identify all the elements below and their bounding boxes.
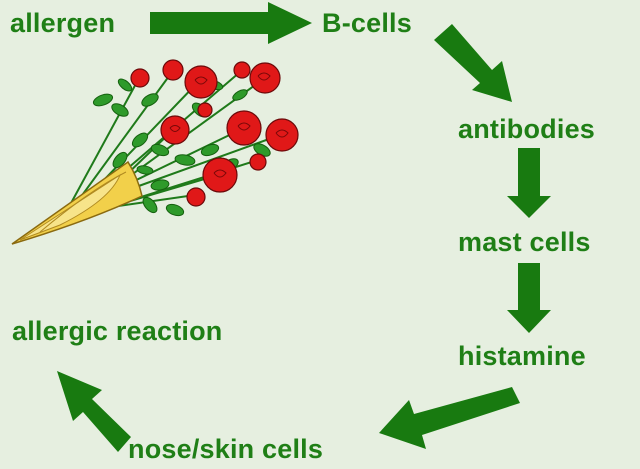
arrow-histamine-to-noseskin: [379, 387, 520, 449]
node-allergic-reaction: allergic reaction: [12, 316, 223, 346]
node-histamine: histamine: [458, 341, 586, 371]
node-mast-cells: mast cells: [458, 227, 591, 257]
node-allergen: allergen: [10, 8, 116, 38]
node-b-cells: B-cells: [322, 8, 412, 38]
node-antibodies: antibodies: [458, 114, 596, 144]
arrow-bcells-to-antibodies: [434, 24, 512, 102]
arrow-allergen-to-bcells: [150, 2, 312, 44]
arrow-antibodies-to-mastcells: [507, 148, 551, 218]
node-nose-skin-cells: nose/skin cells: [128, 434, 324, 464]
arrow-mastcells-to-histamine: [507, 263, 551, 333]
arrow-noseskin-to-reaction: [57, 371, 131, 452]
